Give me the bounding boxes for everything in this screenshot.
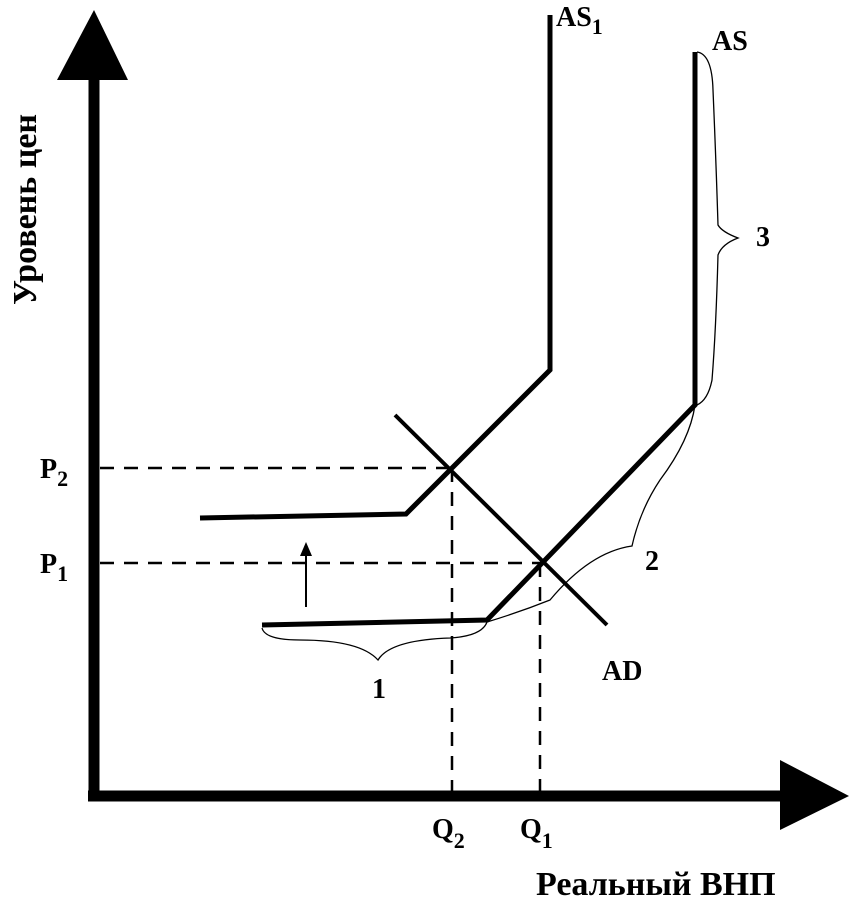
p2-label: P2	[40, 454, 68, 491]
q2-label: Q2	[432, 814, 465, 853]
shift-arrow-head	[300, 542, 312, 556]
ad-curve	[393, 413, 609, 627]
brace-segment-1	[261, 621, 488, 662]
brace-segment-2	[486, 404, 696, 623]
q1-label: Q1	[520, 814, 553, 853]
segment-2-label: 2	[645, 546, 659, 577]
ad-label: AD	[602, 656, 642, 687]
x-axis-title: Реальный ВНП	[536, 866, 776, 900]
as1-curve	[199, 15, 553, 521]
as1-label: AS1	[556, 2, 603, 39]
guide-lines	[100, 466, 542, 796]
as-curve	[261, 52, 698, 628]
p1-label: P1	[40, 549, 68, 586]
segment-1-label: 1	[372, 674, 386, 705]
y-axis-title: Уровень цен	[7, 114, 44, 305]
brace-segment-3	[696, 51, 740, 406]
segment-3-label: 3	[756, 222, 770, 253]
x-axis-arrowhead	[780, 760, 849, 830]
y-axis-arrowhead	[57, 10, 128, 80]
as-label: AS	[712, 26, 748, 57]
